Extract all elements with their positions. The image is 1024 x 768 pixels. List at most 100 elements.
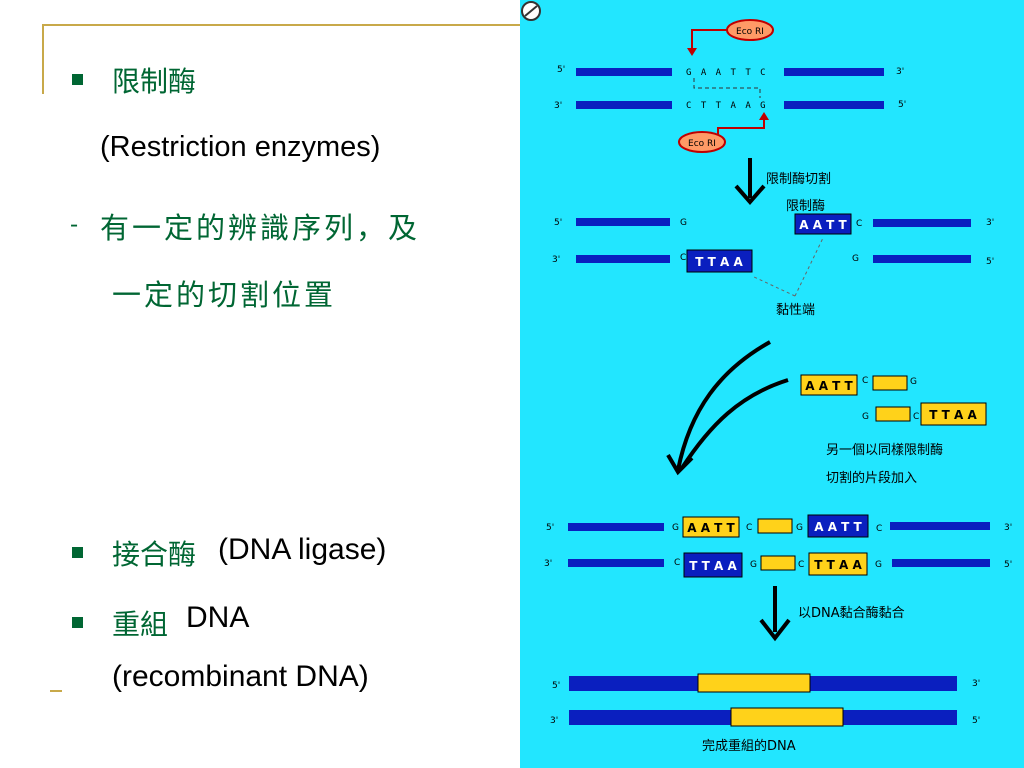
arrowhead <box>759 112 769 120</box>
bullet-recombinant-english: DNA <box>186 601 250 634</box>
base-label: C <box>876 524 882 534</box>
dna-strand <box>576 218 670 226</box>
sub-bullet-line-1: 有一定的辨識序列，及 <box>100 211 421 245</box>
sticky-end-text: T T A A <box>929 408 977 422</box>
sticky-end-text: T T A A <box>814 558 862 572</box>
dna-strand <box>576 101 672 109</box>
insert-fragment <box>757 518 793 534</box>
bottom-recognition-sequence: C T T A A G <box>686 101 768 111</box>
base-label: G <box>672 523 679 533</box>
down-arrow <box>734 158 766 206</box>
pointer-line <box>751 275 796 297</box>
recombinant-insert <box>697 673 811 693</box>
end-label: 3' <box>544 559 552 569</box>
cut-arrow-bottom <box>717 115 765 135</box>
insert-sticky-end-ttaa <box>920 402 987 426</box>
sub-bullet-dash: - <box>70 210 79 238</box>
base-label: C <box>680 253 686 263</box>
base-label: G <box>680 218 687 228</box>
dna-strand <box>784 101 884 109</box>
bullet-restriction-enzymes: 限制酶 <box>112 65 197 98</box>
decorative-dash <box>50 690 62 692</box>
base-label: C <box>674 558 680 568</box>
recombinant-insert <box>730 707 844 727</box>
sticky-end-text: A A T T <box>799 218 847 232</box>
sticky-end-text: A A T T <box>687 521 735 535</box>
sticky-end-ttaa <box>683 552 743 578</box>
base-label: G <box>750 560 757 570</box>
arrowhead <box>687 48 697 56</box>
end-label: 3' <box>1004 523 1012 533</box>
end-label: 5' <box>986 257 994 267</box>
cut-label-2: 限制酶 <box>786 198 825 214</box>
sticky-end-label: 黏性端 <box>776 302 815 318</box>
end-label: 3' <box>896 67 904 77</box>
bullet-marker <box>72 74 83 85</box>
end-label: 3' <box>554 101 562 111</box>
dna-strand <box>784 68 884 76</box>
insert-sticky-end-ttaa <box>808 552 868 576</box>
top-recognition-sequence: G A A T T C <box>686 68 768 78</box>
svg-text:Eco RI: Eco RI <box>736 27 764 37</box>
bullet-ligase-chinese: 接合酶 <box>112 538 197 571</box>
end-label: 3' <box>986 218 994 228</box>
insert-fragment <box>872 375 908 391</box>
insert-sticky-end-aatt <box>800 374 858 396</box>
insert-fragment <box>875 406 911 422</box>
dna-strand <box>568 523 664 531</box>
final-label: 完成重組的DNA <box>702 738 796 754</box>
dna-strand <box>873 255 971 263</box>
base-label: C <box>856 219 862 229</box>
other-fragment-label-1: 另一個以同樣限制酶 <box>826 442 943 458</box>
sticky-end-aatt <box>807 514 869 538</box>
bullet-marker <box>72 547 83 558</box>
dna-strand <box>873 219 971 227</box>
enzyme-label-bottom: Eco RI <box>678 131 726 153</box>
insert-fragment <box>760 555 796 571</box>
sticky-end-ttaa <box>686 249 753 273</box>
end-label: 3' <box>972 679 980 689</box>
title-frame-top-border <box>42 24 520 26</box>
base-label: G <box>852 254 859 264</box>
ligase-label: 以DNA黏合酶黏合 <box>798 605 905 621</box>
cut-label: 限制酶切割 <box>766 171 831 187</box>
dna-strand <box>576 68 672 76</box>
svg-text:Eco RI: Eco RI <box>688 139 716 149</box>
curved-arrow <box>666 340 789 476</box>
sub-bullet-line-2: 一定的切割位置 <box>112 278 337 312</box>
dna-strand <box>576 255 670 263</box>
enzyme-label-top: Eco RI <box>726 19 774 41</box>
cut-arrow-top <box>691 29 727 52</box>
dna-strand <box>568 559 664 567</box>
sticky-end-text: A A T T <box>805 379 853 393</box>
base-label: C <box>913 412 919 422</box>
dna-strand <box>892 559 990 567</box>
recombinant-dna-english: (recombinant DNA) <box>112 660 369 693</box>
no-symbol-icon <box>521 1 541 21</box>
sticky-end-aatt <box>794 213 852 235</box>
sticky-end-text: T T A A <box>689 559 737 573</box>
bullet-ligase-english: (DNA ligase) <box>218 533 387 566</box>
dna-strand <box>890 522 990 530</box>
end-label: 5' <box>557 65 565 75</box>
bullet-marker <box>72 617 83 628</box>
base-label: G <box>796 523 803 533</box>
sticky-end-text: T T A A <box>695 255 743 269</box>
base-label: C <box>862 376 868 386</box>
base-label: C <box>746 523 752 533</box>
end-label: 5' <box>898 100 906 110</box>
end-label: 3' <box>550 716 558 726</box>
end-label: 5' <box>972 716 980 726</box>
other-fragment-label-2: 切割的片段加入 <box>826 470 917 486</box>
pointer-line <box>794 237 824 297</box>
title-frame-left-border <box>42 24 44 94</box>
restriction-enzymes-english: (Restriction enzymes) <box>100 131 381 163</box>
base-label: G <box>910 377 917 387</box>
end-label: 5' <box>554 218 562 228</box>
base-label: G <box>862 412 869 422</box>
bullet-recombinant-chinese: 重組 <box>112 608 169 641</box>
recombinant-dna-diagram: Eco RI 5' G A A T T C 3' 3' C T T A A G … <box>520 0 1024 768</box>
end-label: 5' <box>546 523 554 533</box>
insert-sticky-end-aatt <box>682 516 740 538</box>
base-label: C <box>798 560 804 570</box>
